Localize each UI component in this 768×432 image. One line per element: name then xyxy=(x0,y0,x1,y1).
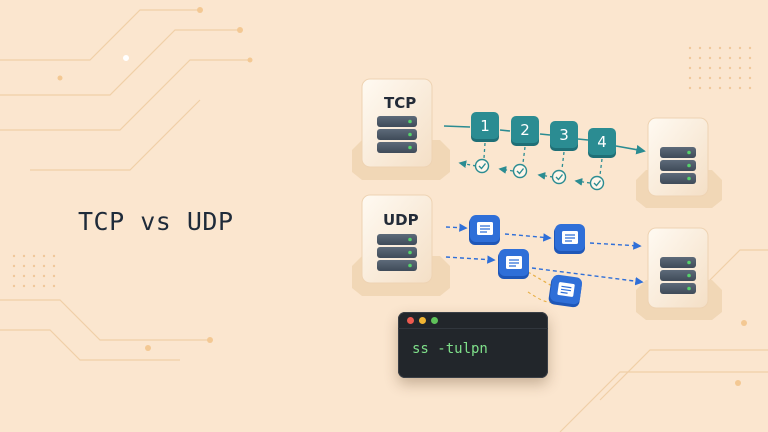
udp-receiver-server xyxy=(636,227,722,320)
udp-datagram-icon xyxy=(548,274,583,308)
terminal-title-bar xyxy=(398,312,548,329)
tcp-packet-3: 3 xyxy=(550,121,578,151)
minimize-dot-icon xyxy=(419,317,426,324)
udp-datagram-icon xyxy=(554,224,585,254)
tcp-packet-label: 2 xyxy=(520,121,530,139)
tcp-receiver-server xyxy=(636,117,722,208)
tcp-sender-server: TCP xyxy=(352,78,450,180)
server-stack-icon xyxy=(660,147,696,184)
terminal-window: ss -tulpn xyxy=(398,312,548,378)
tcp-ack-arrows xyxy=(458,142,603,186)
decorative-nodes xyxy=(57,7,747,386)
ack-check-icon xyxy=(474,158,490,174)
udp-datagram-icon xyxy=(469,215,500,245)
ack-check-icon xyxy=(512,163,528,179)
tcp-packet-label: 3 xyxy=(559,126,569,144)
server-stack-icon xyxy=(660,257,696,294)
decorative-dot-grid xyxy=(12,46,752,288)
udp-flow-lines xyxy=(445,223,644,286)
page-title: TCP vs UDP xyxy=(78,207,234,236)
udp-lost-path xyxy=(527,271,553,287)
udp-datagram-icon xyxy=(498,249,529,279)
tcp-label: TCP xyxy=(384,94,416,112)
server-stack-icon xyxy=(377,116,417,153)
udp-sender-server: UDP xyxy=(352,194,450,296)
tcp-packet-label: 4 xyxy=(597,133,607,151)
tcp-flow-line xyxy=(443,125,646,155)
decorative-circuit-lines xyxy=(0,9,768,432)
ack-check-icon xyxy=(589,175,605,191)
udp-label: UDP xyxy=(383,211,419,229)
close-dot-icon xyxy=(407,317,414,324)
tcp-packet-4: 4 xyxy=(588,128,616,158)
tcp-packet-1: 1 xyxy=(471,112,499,142)
maximize-dot-icon xyxy=(431,317,438,324)
tcp-packet-label: 1 xyxy=(480,117,490,135)
ack-check-icon xyxy=(551,169,567,185)
terminal-command: ss -tulpn xyxy=(412,341,488,357)
server-stack-icon xyxy=(377,234,417,271)
tcp-packet-2: 2 xyxy=(511,116,539,146)
